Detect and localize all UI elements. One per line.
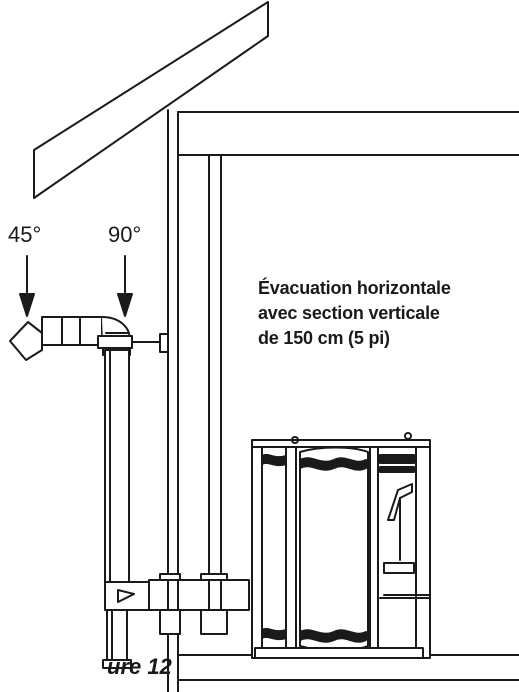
installation-caption: Évacuation horizontale avec section vert… [258, 276, 451, 351]
down-arrow-icon [118, 256, 132, 316]
down-arrow-icon [20, 256, 34, 316]
interior-stud [209, 155, 221, 590]
caption-line-2: avec section verticale [258, 303, 440, 323]
figure-label: ure 12 [107, 654, 172, 679]
angle-90-label: 90° [108, 222, 142, 247]
caption-line-1: Évacuation horizontale [258, 278, 451, 298]
vent-pipe [10, 317, 168, 668]
caption-line-3: de 150 cm (5 pi) [258, 328, 390, 348]
angle-45-label: 45° [8, 222, 42, 247]
pellet-stove [252, 433, 430, 658]
roof [34, 2, 268, 198]
wall-thimble [149, 574, 249, 634]
